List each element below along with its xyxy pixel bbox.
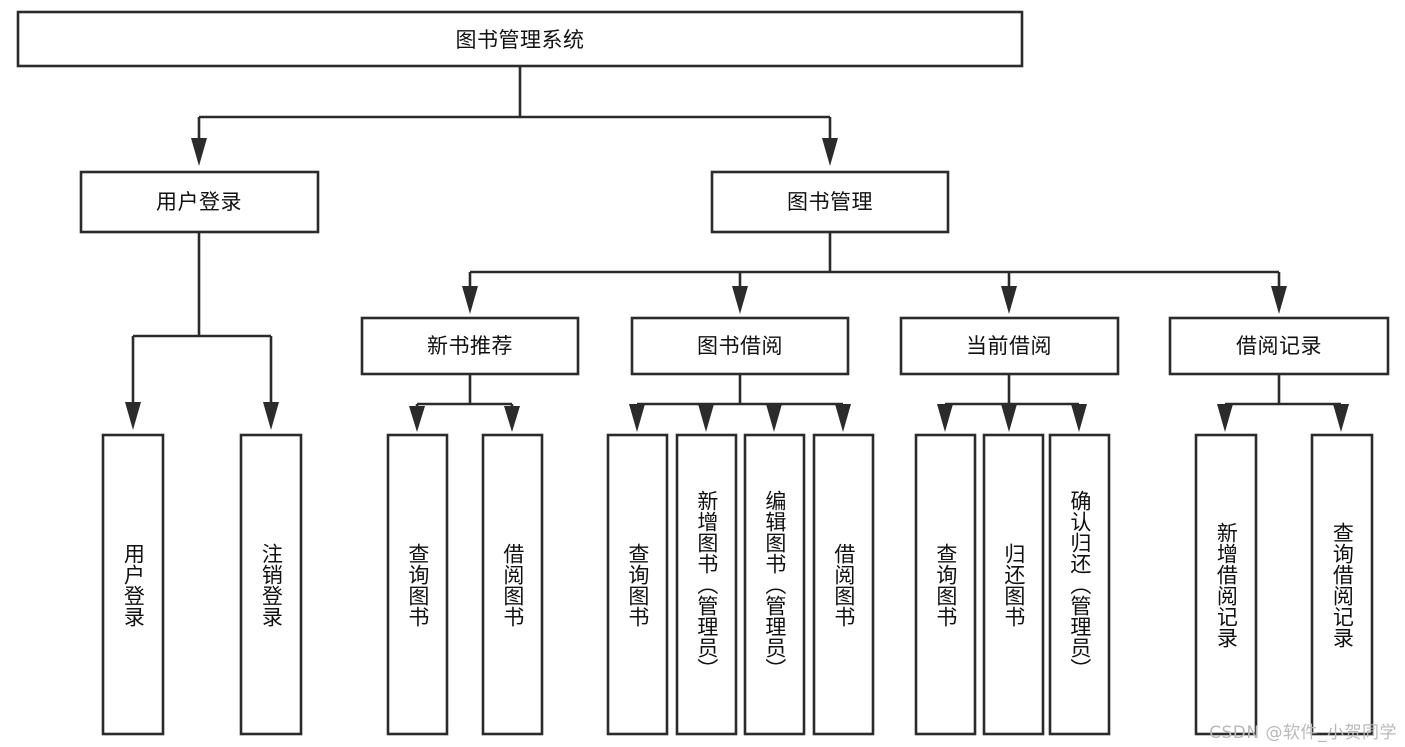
arrow-head-book-manage: [822, 138, 838, 166]
node-box-leaf-add-record[interactable]: [1194, 433, 1258, 736]
node-box-leaf-user-login[interactable]: [101, 433, 165, 736]
horizontal-label-layer: 图书管理系统 用户登录 图书管理 新书推荐 图书借阅 当前借阅 借阅记录: [156, 28, 1322, 358]
label-root: 图书管理系统: [456, 28, 585, 52]
arrow-head-user-login: [191, 138, 207, 166]
arrow-head-leaf-user-login: [125, 402, 141, 430]
label-borrow-record: 借阅记录: [1236, 334, 1322, 358]
node-box-leaf-edit-book[interactable]: [743, 433, 806, 736]
node-box-root[interactable]: [16, 10, 1024, 68]
node-box-leaf-borrow-book-1[interactable]: [481, 433, 544, 736]
label-book-manage: 图书管理: [787, 190, 873, 214]
node-box-leaf-query-book-1[interactable]: [386, 433, 449, 736]
node-box-user-login[interactable]: [79, 170, 320, 234]
node-box-layer: [16, 10, 1390, 736]
arrow-head-leaf-add-record: [1217, 404, 1233, 432]
node-box-leaf-confirm-return[interactable]: [1048, 433, 1111, 736]
node-box-borrow-record[interactable]: [1168, 316, 1390, 376]
node-box-leaf-query-book-2[interactable]: [606, 433, 669, 736]
node-box-leaf-return-book[interactable]: [982, 433, 1045, 736]
arrow-head-leaf-query-book-3: [937, 404, 953, 432]
node-box-leaf-borrow-book-2[interactable]: [812, 433, 875, 736]
arrow-head-leaf-borrow-book-1: [504, 406, 520, 432]
node-box-current-borrow[interactable]: [899, 316, 1120, 376]
node-box-leaf-query-record[interactable]: [1310, 433, 1374, 736]
node-box-leaf-user-logout[interactable]: [239, 433, 303, 736]
label-user-login: 用户登录: [156, 190, 242, 214]
label-new-book-recommend: 新书推荐: [427, 334, 513, 358]
node-box-leaf-add-book[interactable]: [675, 433, 738, 736]
node-box-book-manage[interactable]: [710, 170, 950, 234]
watermark-text: CSDN @软件_小贺同学: [1209, 723, 1397, 743]
node-box-leaf-query-book-3[interactable]: [914, 433, 977, 736]
arrow-head-leaf-borrow-book-2: [835, 404, 851, 432]
label-current-borrow: 当前借阅: [966, 334, 1052, 358]
arrow-head-leaf-user-logout: [263, 402, 279, 430]
arrow-head-leaf-confirm-return: [1071, 404, 1087, 432]
arrow-head-leaf-return-book: [1001, 404, 1017, 432]
connector-layer: [125, 66, 1349, 432]
label-book-borrow: 图书借阅: [697, 334, 783, 358]
arrow-head-book-borrow: [732, 286, 748, 314]
arrow-head-leaf-edit-book: [766, 404, 782, 432]
arrow-head-new-book-recommend: [462, 286, 478, 314]
node-box-book-borrow[interactable]: [630, 316, 850, 376]
arrow-head-current-borrow: [1001, 286, 1017, 314]
arrow-head-borrow-record: [1271, 286, 1287, 314]
arrow-head-leaf-add-book: [698, 404, 714, 432]
arrow-head-leaf-query-book-1: [409, 406, 425, 432]
arrow-head-leaf-query-record: [1333, 404, 1349, 432]
arrow-head-leaf-query-book-2: [629, 404, 645, 432]
node-box-new-book-recommend[interactable]: [360, 316, 580, 376]
